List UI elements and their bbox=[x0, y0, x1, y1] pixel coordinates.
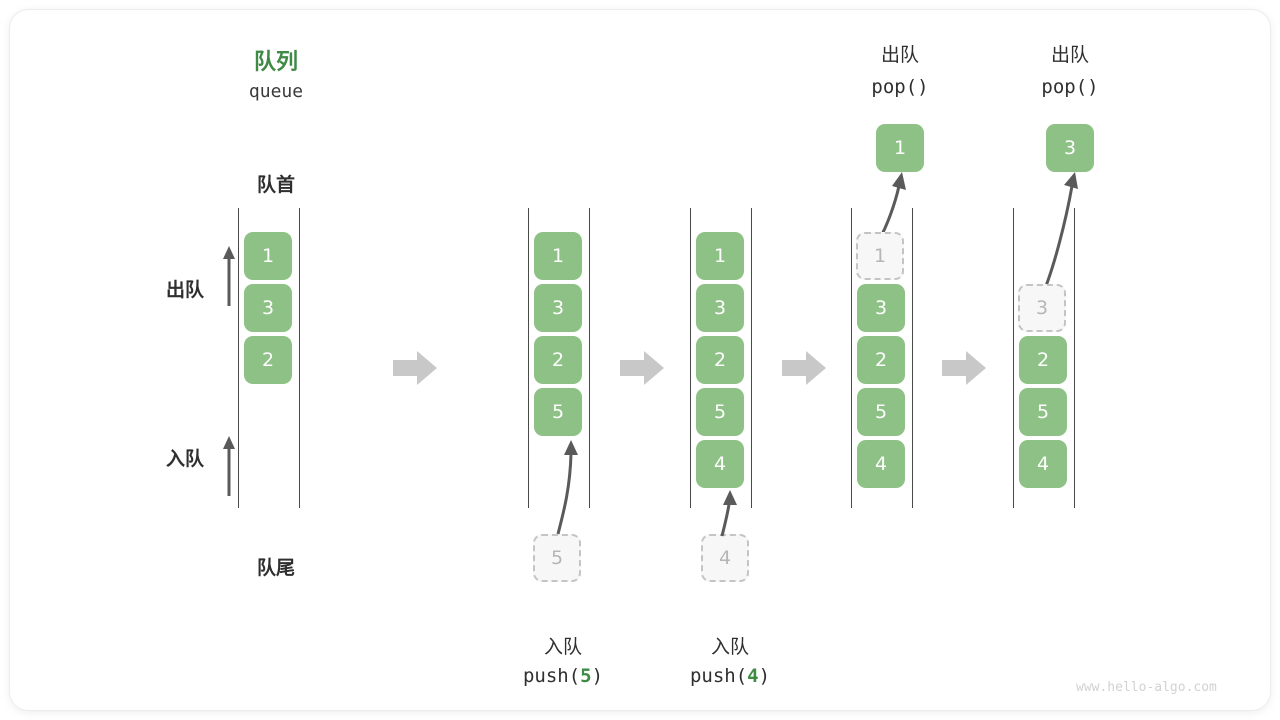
queue-cell: 4 bbox=[696, 440, 744, 488]
push-code-prefix: push( bbox=[689, 665, 748, 687]
queue-cell: 3 bbox=[1018, 284, 1066, 332]
incoming-element: 5 bbox=[533, 534, 581, 582]
queue-cell: 3 bbox=[696, 284, 744, 332]
push-caption-code: push(5) bbox=[488, 665, 638, 687]
pop-caption-cn: 出队 bbox=[1050, 45, 1089, 66]
diagram-canvas: 队列 queue 队首 队尾 出队 入队 1 3 2 1 3 2 5 5 入队 … bbox=[10, 10, 1270, 710]
push-arrow bbox=[556, 440, 578, 535]
push-code-suffix: ) bbox=[758, 665, 771, 687]
push-caption-cn: 入队 bbox=[710, 637, 749, 658]
dequeue-side-label: 出队 bbox=[165, 280, 204, 301]
push-caption-code: push(4) bbox=[655, 665, 805, 687]
step-transition-arrow bbox=[620, 351, 664, 385]
page-subtitle: queue bbox=[248, 81, 304, 102]
pop-arrow bbox=[1040, 172, 1078, 297]
page-title: 队列 bbox=[253, 49, 298, 74]
enqueue-direction-arrow bbox=[223, 436, 235, 496]
step-transition-arrow bbox=[782, 351, 826, 385]
enqueue-side-label: 入队 bbox=[165, 449, 204, 470]
push-code-prefix: push( bbox=[522, 665, 581, 687]
queue-cell: 5 bbox=[1019, 388, 1067, 436]
pop-caption-code: pop() bbox=[871, 76, 929, 98]
queue-rail-right bbox=[589, 208, 590, 508]
queue-cell: 3 bbox=[244, 284, 292, 332]
queue-cell: 5 bbox=[534, 388, 582, 436]
queue-cell: 3 bbox=[857, 284, 905, 332]
queue-rail-left bbox=[690, 208, 691, 508]
queue-rear-label: 队尾 bbox=[256, 558, 295, 579]
queue-rail-left bbox=[238, 208, 239, 508]
popped-element: 3 bbox=[1046, 124, 1094, 172]
queue-cell: 3 bbox=[534, 284, 582, 332]
watermark: www.hello-algo.com bbox=[1076, 680, 1217, 695]
queue-cell: 4 bbox=[1019, 440, 1067, 488]
queue-cell: 2 bbox=[244, 336, 292, 384]
step-transition-arrow bbox=[393, 351, 437, 385]
step-transition-arrow bbox=[942, 351, 986, 385]
queue-cell: 2 bbox=[534, 336, 582, 384]
queue-cell: 1 bbox=[244, 232, 292, 280]
queue-cell: 1 bbox=[696, 232, 744, 280]
queue-rail-left bbox=[528, 208, 529, 508]
incoming-element: 4 bbox=[701, 534, 749, 582]
queue-rail-left bbox=[851, 208, 852, 508]
queue-rail-right bbox=[1074, 208, 1075, 508]
queue-cell: 5 bbox=[857, 388, 905, 436]
dequeue-direction-arrow bbox=[223, 246, 235, 306]
queue-cell: 1 bbox=[856, 232, 904, 280]
queue-rail-right bbox=[751, 208, 752, 508]
popped-element: 1 bbox=[876, 124, 924, 172]
queue-cell: 2 bbox=[696, 336, 744, 384]
push-code-value: 4 bbox=[747, 665, 759, 687]
queue-cell: 4 bbox=[857, 440, 905, 488]
queue-rail-right bbox=[912, 208, 913, 508]
push-caption-cn: 入队 bbox=[543, 637, 582, 658]
push-code-suffix: ) bbox=[591, 665, 604, 687]
queue-front-label: 队首 bbox=[256, 175, 295, 196]
push-code-value: 5 bbox=[580, 665, 592, 687]
pop-caption-code: pop() bbox=[1041, 76, 1099, 98]
queue-rail-right bbox=[299, 208, 300, 508]
push-arrow bbox=[720, 490, 737, 537]
queue-cell: 1 bbox=[534, 232, 582, 280]
queue-cell: 2 bbox=[857, 336, 905, 384]
queue-cell: 2 bbox=[1019, 336, 1067, 384]
pop-caption-cn: 出队 bbox=[880, 45, 919, 66]
queue-cell: 5 bbox=[696, 388, 744, 436]
queue-rail-left bbox=[1013, 208, 1014, 508]
